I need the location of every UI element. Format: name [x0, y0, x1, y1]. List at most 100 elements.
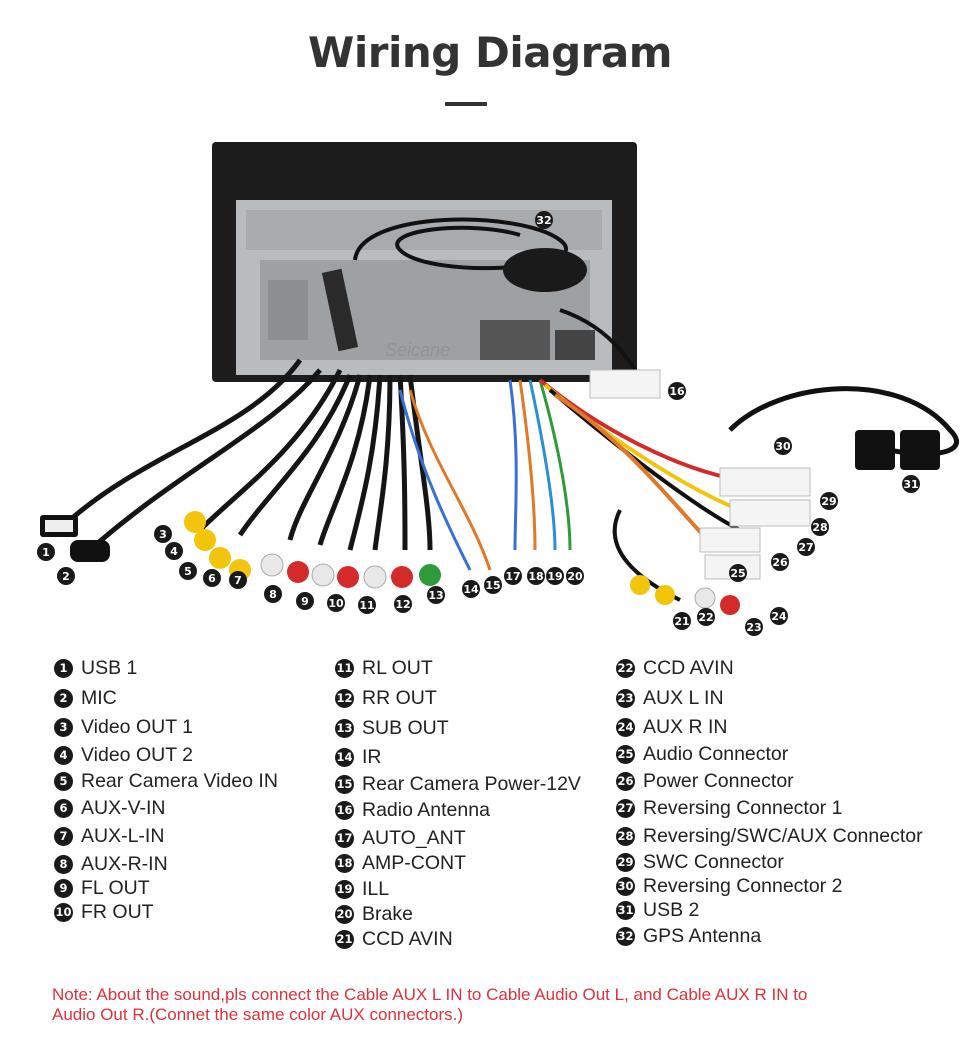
callout-7: 7: [229, 571, 247, 589]
legend-label: AUX-L-IN: [81, 824, 165, 847]
callout-10: 10: [327, 594, 345, 612]
legend-label: IR: [362, 745, 382, 768]
svg-text:25: 25: [730, 567, 745, 580]
legend-item-3: 3 Video OUT 1: [54, 716, 193, 738]
callout-30: 30: [774, 437, 792, 455]
legend-item-21: 21 CCD AVIN: [335, 928, 453, 950]
svg-text:19: 19: [547, 570, 562, 583]
rca-plugs-left: [184, 511, 441, 589]
callout-32: 32: [535, 211, 553, 229]
svg-text:6: 6: [208, 572, 216, 585]
legend-label: SWC Connector: [643, 850, 784, 873]
legend-badge: 17: [335, 828, 354, 848]
callout-23: 23: [745, 618, 763, 636]
legend-label: SUB OUT: [362, 716, 449, 739]
callout-15: 15: [484, 576, 502, 594]
svg-text:14: 14: [463, 583, 479, 596]
legend-label: Video OUT 2: [81, 743, 194, 766]
svg-text:13: 13: [428, 589, 443, 602]
svg-text:29: 29: [821, 495, 836, 508]
svg-text:11: 11: [359, 599, 374, 612]
callout-11: 11: [358, 596, 376, 614]
legend-badge: 8: [54, 854, 73, 874]
callout-22: 22: [697, 608, 715, 626]
svg-text:1: 1: [42, 546, 50, 559]
callout-2: 2: [57, 567, 75, 585]
legend-item-18: 18 AMP-CONT: [335, 852, 466, 874]
legend-label: RL OUT: [362, 656, 433, 679]
legend-label: FL OUT: [81, 876, 150, 899]
svg-text:32: 32: [536, 214, 551, 227]
legend-label: AMP-CONT: [362, 851, 466, 874]
legend-badge: 15: [335, 774, 354, 794]
white-connectors: [699, 467, 811, 580]
legend-label: Power Connector: [643, 769, 794, 792]
callout-8: 8: [264, 585, 282, 603]
legend-badge: 27: [616, 798, 635, 818]
legend-label: AUX L IN: [643, 686, 724, 709]
legend-badge: 16: [335, 800, 354, 820]
legend-badge: 1: [54, 658, 73, 678]
callout-3: 3: [154, 525, 172, 543]
svg-text:26: 26: [772, 556, 788, 569]
svg-text:28: 28: [812, 521, 827, 534]
legend-badge: 9: [54, 878, 73, 898]
legend-label: Audio Connector: [643, 742, 789, 765]
svg-text:9: 9: [301, 595, 309, 608]
head-unit-photo: Seicane: [37, 142, 959, 636]
page-title: Wiring Diagram: [308, 28, 672, 77]
legend-badge: 11: [335, 658, 354, 678]
head-unit: [212, 142, 637, 382]
legend-label: ILL: [362, 877, 390, 900]
legend-label: USB 2: [643, 898, 700, 921]
svg-text:30: 30: [775, 440, 791, 453]
legend-badge: 3: [54, 717, 73, 737]
legend-label: Reversing Connector 2: [643, 874, 843, 897]
legend-badge: 30: [616, 876, 635, 896]
callout-25: 25: [729, 564, 747, 582]
legend-label: CCD AVIN: [362, 927, 453, 950]
left-harness: [68, 358, 433, 552]
legend-badge: 2: [54, 688, 73, 708]
callout-28: 28: [811, 518, 829, 536]
legend-label: FR OUT: [81, 900, 154, 923]
callout-19: 19: [546, 567, 564, 585]
legend-label: CCD AVIN: [643, 656, 734, 679]
svg-text:5: 5: [184, 565, 192, 578]
svg-text:16: 16: [669, 385, 685, 398]
svg-text:21: 21: [674, 615, 689, 628]
legend-label: Rear Camera Video IN: [81, 769, 278, 792]
callout-16: 16: [668, 382, 686, 400]
svg-text:15: 15: [485, 579, 500, 592]
legend-item-9: 9 FL OUT: [54, 877, 150, 899]
title-underline: [445, 102, 487, 106]
legend-label: Video OUT 1: [81, 715, 194, 738]
legend-badge: 21: [335, 929, 354, 949]
legend-badge: 18: [335, 853, 354, 873]
svg-text:27: 27: [798, 541, 813, 554]
svg-text:10: 10: [328, 597, 344, 610]
callout-27: 27: [797, 538, 815, 556]
callout-1: 1: [37, 543, 55, 561]
rca-plugs-right: [630, 575, 740, 615]
legend-badge: 19: [335, 879, 354, 899]
svg-text:31: 31: [903, 478, 918, 491]
sound-note: Note: About the sound,pls connect the Ca…: [52, 985, 808, 1024]
legend-badge: 29: [616, 852, 635, 872]
callout-26: 26: [771, 553, 789, 571]
